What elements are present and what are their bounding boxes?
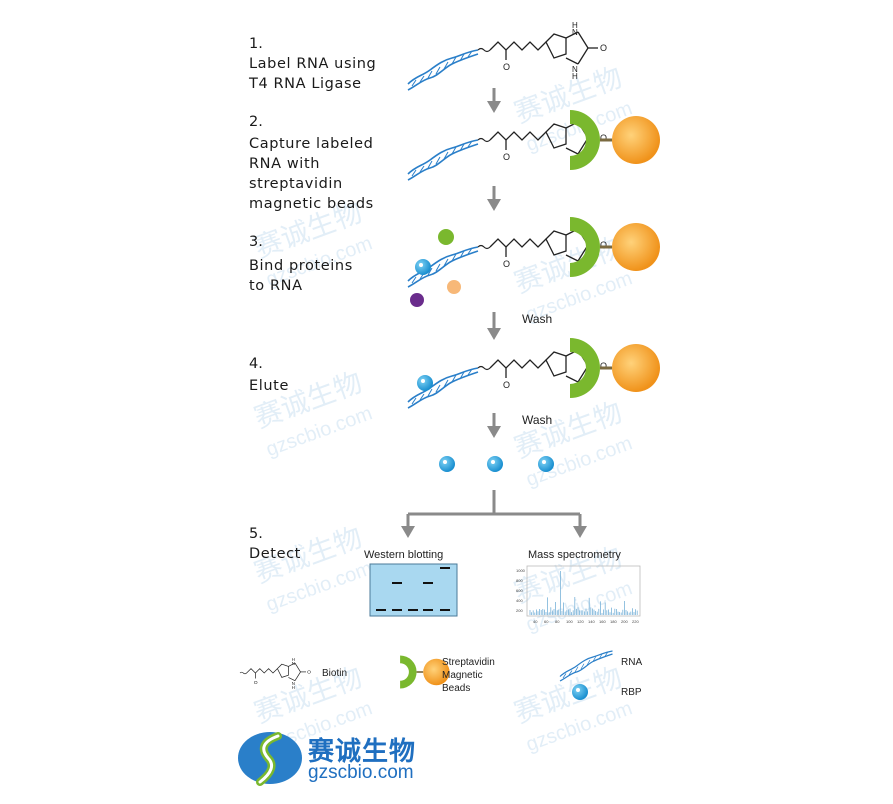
wash-label-2: Wash [522, 413, 553, 427]
ms-ytick: 200 [516, 608, 523, 613]
arrow-down [487, 312, 501, 340]
step-4-complex [407, 336, 662, 409]
ms-xtick: 200 [621, 619, 628, 624]
branch-arrows [401, 490, 587, 538]
step-5-number: 5. [249, 526, 263, 542]
logo-url: gzscbio.com [308, 762, 414, 783]
step-4-label: Elute [249, 378, 289, 394]
ms-ytick: 800 [516, 578, 523, 583]
legend-rna-label: RNA [621, 657, 643, 668]
orange-protein [447, 280, 461, 294]
arrow-down [487, 88, 501, 113]
step-3-number: 3. [249, 234, 263, 250]
logo-name: 赛诚生物 [308, 737, 417, 767]
ms-xtick: 120 [577, 619, 584, 624]
wash-label-1: Wash [522, 312, 553, 326]
ms-xtick: 180 [610, 619, 617, 624]
purple-protein [410, 293, 424, 307]
ms-xtick: 220 [632, 619, 639, 624]
ms-xtick: 140 [588, 619, 595, 624]
ms-xtick: 60 [544, 619, 549, 624]
arrow-down [487, 186, 501, 211]
logo-mark [238, 732, 302, 786]
step-3-label: Bind proteins to RNA [249, 258, 353, 294]
step-5-label: Detect [249, 546, 301, 562]
step-1-number: 1. [249, 36, 263, 52]
legend-biotin-label: Biotin [322, 668, 348, 679]
legend-rna [559, 650, 614, 682]
ms-xtick: 100 [566, 619, 573, 624]
step-2-number: 2. [249, 114, 263, 130]
ms-ytick: 1000 [516, 568, 526, 573]
arrow-down [487, 413, 501, 438]
western-blot-title: Western blotting [364, 549, 444, 561]
mass-spec-title: Mass spectrometry [528, 549, 621, 561]
green-protein [438, 229, 454, 245]
legend-rbp [572, 684, 588, 700]
step-4-number: 4. [249, 356, 263, 372]
step-1-molecule [407, 20, 608, 91]
legend-rbp-label: RBP [621, 687, 642, 698]
mass-spec-plot: 1000 800 600 400 200 40 60 80 100 120 140 160 180 20… [516, 565, 641, 624]
ms-ytick: 600 [516, 588, 523, 593]
rbp-protein [415, 259, 431, 275]
step-2-complex [407, 108, 662, 181]
legend-streptavidin-label: Streptavidin Magnetic Beads [442, 657, 495, 694]
step-1-label: Label RNA using T4 RNA Ligase [249, 56, 377, 92]
western-blot [369, 563, 458, 617]
ms-ytick: 400 [516, 598, 523, 603]
ms-xtick: 160 [599, 619, 606, 624]
ms-xtick: 80 [555, 619, 560, 624]
ms-xtick: 40 [533, 619, 538, 624]
step-2-label: Capture labeled RNA with streptavidin ma… [249, 136, 374, 212]
eluted-rbps [439, 456, 554, 472]
rbp-bound [417, 375, 433, 391]
step-3-complex [407, 215, 662, 288]
legend-biotin [239, 656, 312, 691]
